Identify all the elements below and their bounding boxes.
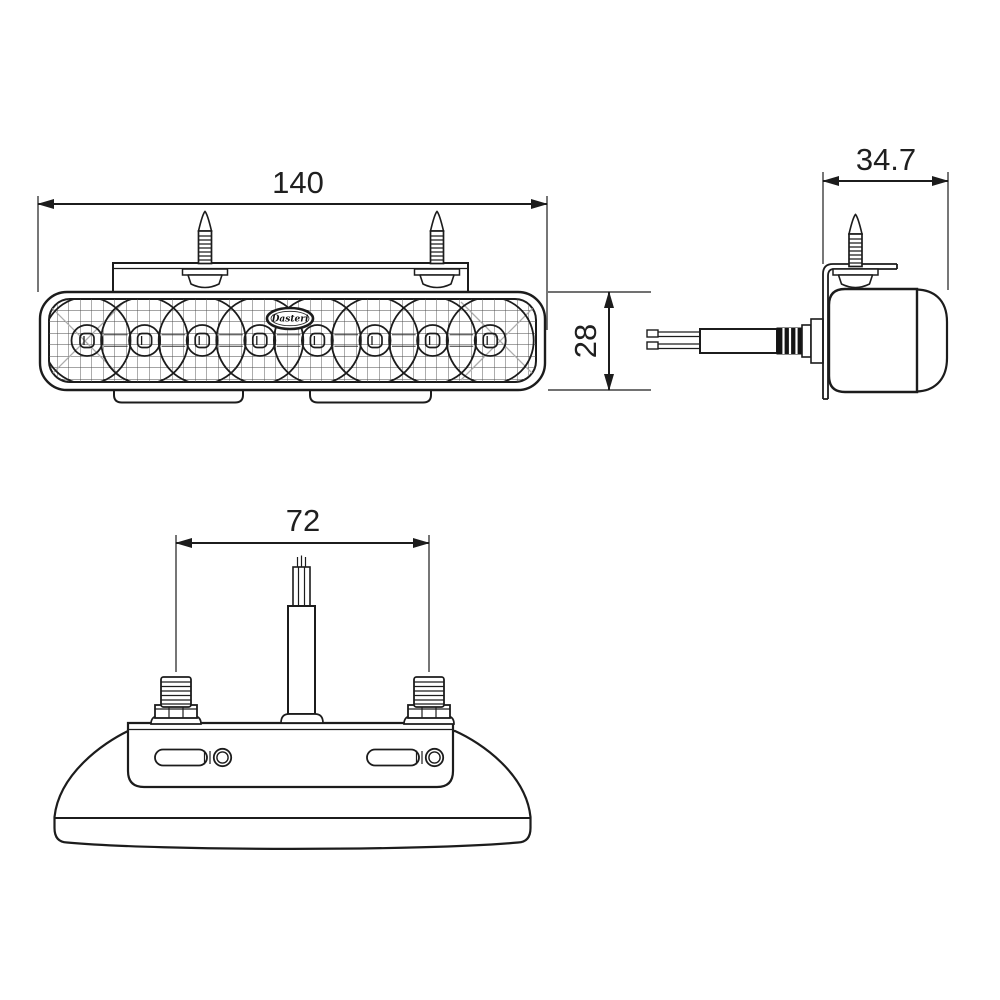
front-height-dimension: 28 [548, 291, 651, 391]
brand-logo: Dasteri [265, 306, 315, 331]
side-depth-value: 34.7 [856, 142, 916, 177]
stud-spacing-value: 72 [286, 503, 320, 538]
mounting-screw-right [429, 210, 445, 265]
mounting-screw-left [197, 210, 213, 265]
bracket-plate [112, 262, 469, 293]
lens-cap-profile [916, 288, 949, 393]
cable-sleeve [287, 605, 316, 715]
front-height-value: 28 [568, 324, 603, 358]
lamp-foot-right [309, 388, 432, 404]
cable-sleeve [699, 328, 778, 354]
front-view: 140 [37, 165, 651, 404]
logo-ellipse [265, 306, 315, 331]
cable-grommet [280, 713, 324, 724]
cable-assembly [646, 318, 824, 364]
threaded-stud-right [403, 676, 455, 725]
connector-step [801, 324, 812, 358]
front-mounting-bracket [112, 210, 469, 293]
bottom-cable [280, 555, 324, 724]
lamp-housing-side [827, 287, 949, 394]
wire-terminal [646, 341, 659, 350]
cable-inner [292, 566, 311, 607]
threaded-stud-left [150, 676, 202, 725]
bracket-plate [126, 721, 455, 789]
bottom-bracket-plate [126, 721, 455, 789]
reflector-cells [49, 299, 535, 382]
front-width-dimension: 140 [37, 165, 548, 330]
wire-ends [296, 555, 307, 567]
logo-inner-ellipse [270, 310, 310, 327]
housing-body [827, 287, 919, 394]
bracket-slot-left [154, 747, 233, 768]
wires [658, 331, 700, 350]
strain-relief [776, 327, 803, 355]
logo-text: Dasteri [271, 315, 309, 325]
lamp-foot-left [113, 388, 244, 404]
reflector-step-lines [104, 334, 474, 347]
side-view: 34.7 [646, 142, 949, 400]
side-depth-dimension: 34.7 [822, 142, 949, 290]
wire-terminal [646, 329, 659, 338]
side-mounting-screw [848, 213, 863, 268]
cable-wires [297, 567, 306, 606]
front-width-value: 140 [272, 165, 324, 200]
bracket-slot-right [366, 747, 445, 768]
stud-spacing-dimension: 72 [175, 503, 430, 672]
bottom-view: 72 [53, 503, 532, 850]
connector-nut [810, 318, 824, 364]
side-screw-nut [832, 268, 879, 289]
